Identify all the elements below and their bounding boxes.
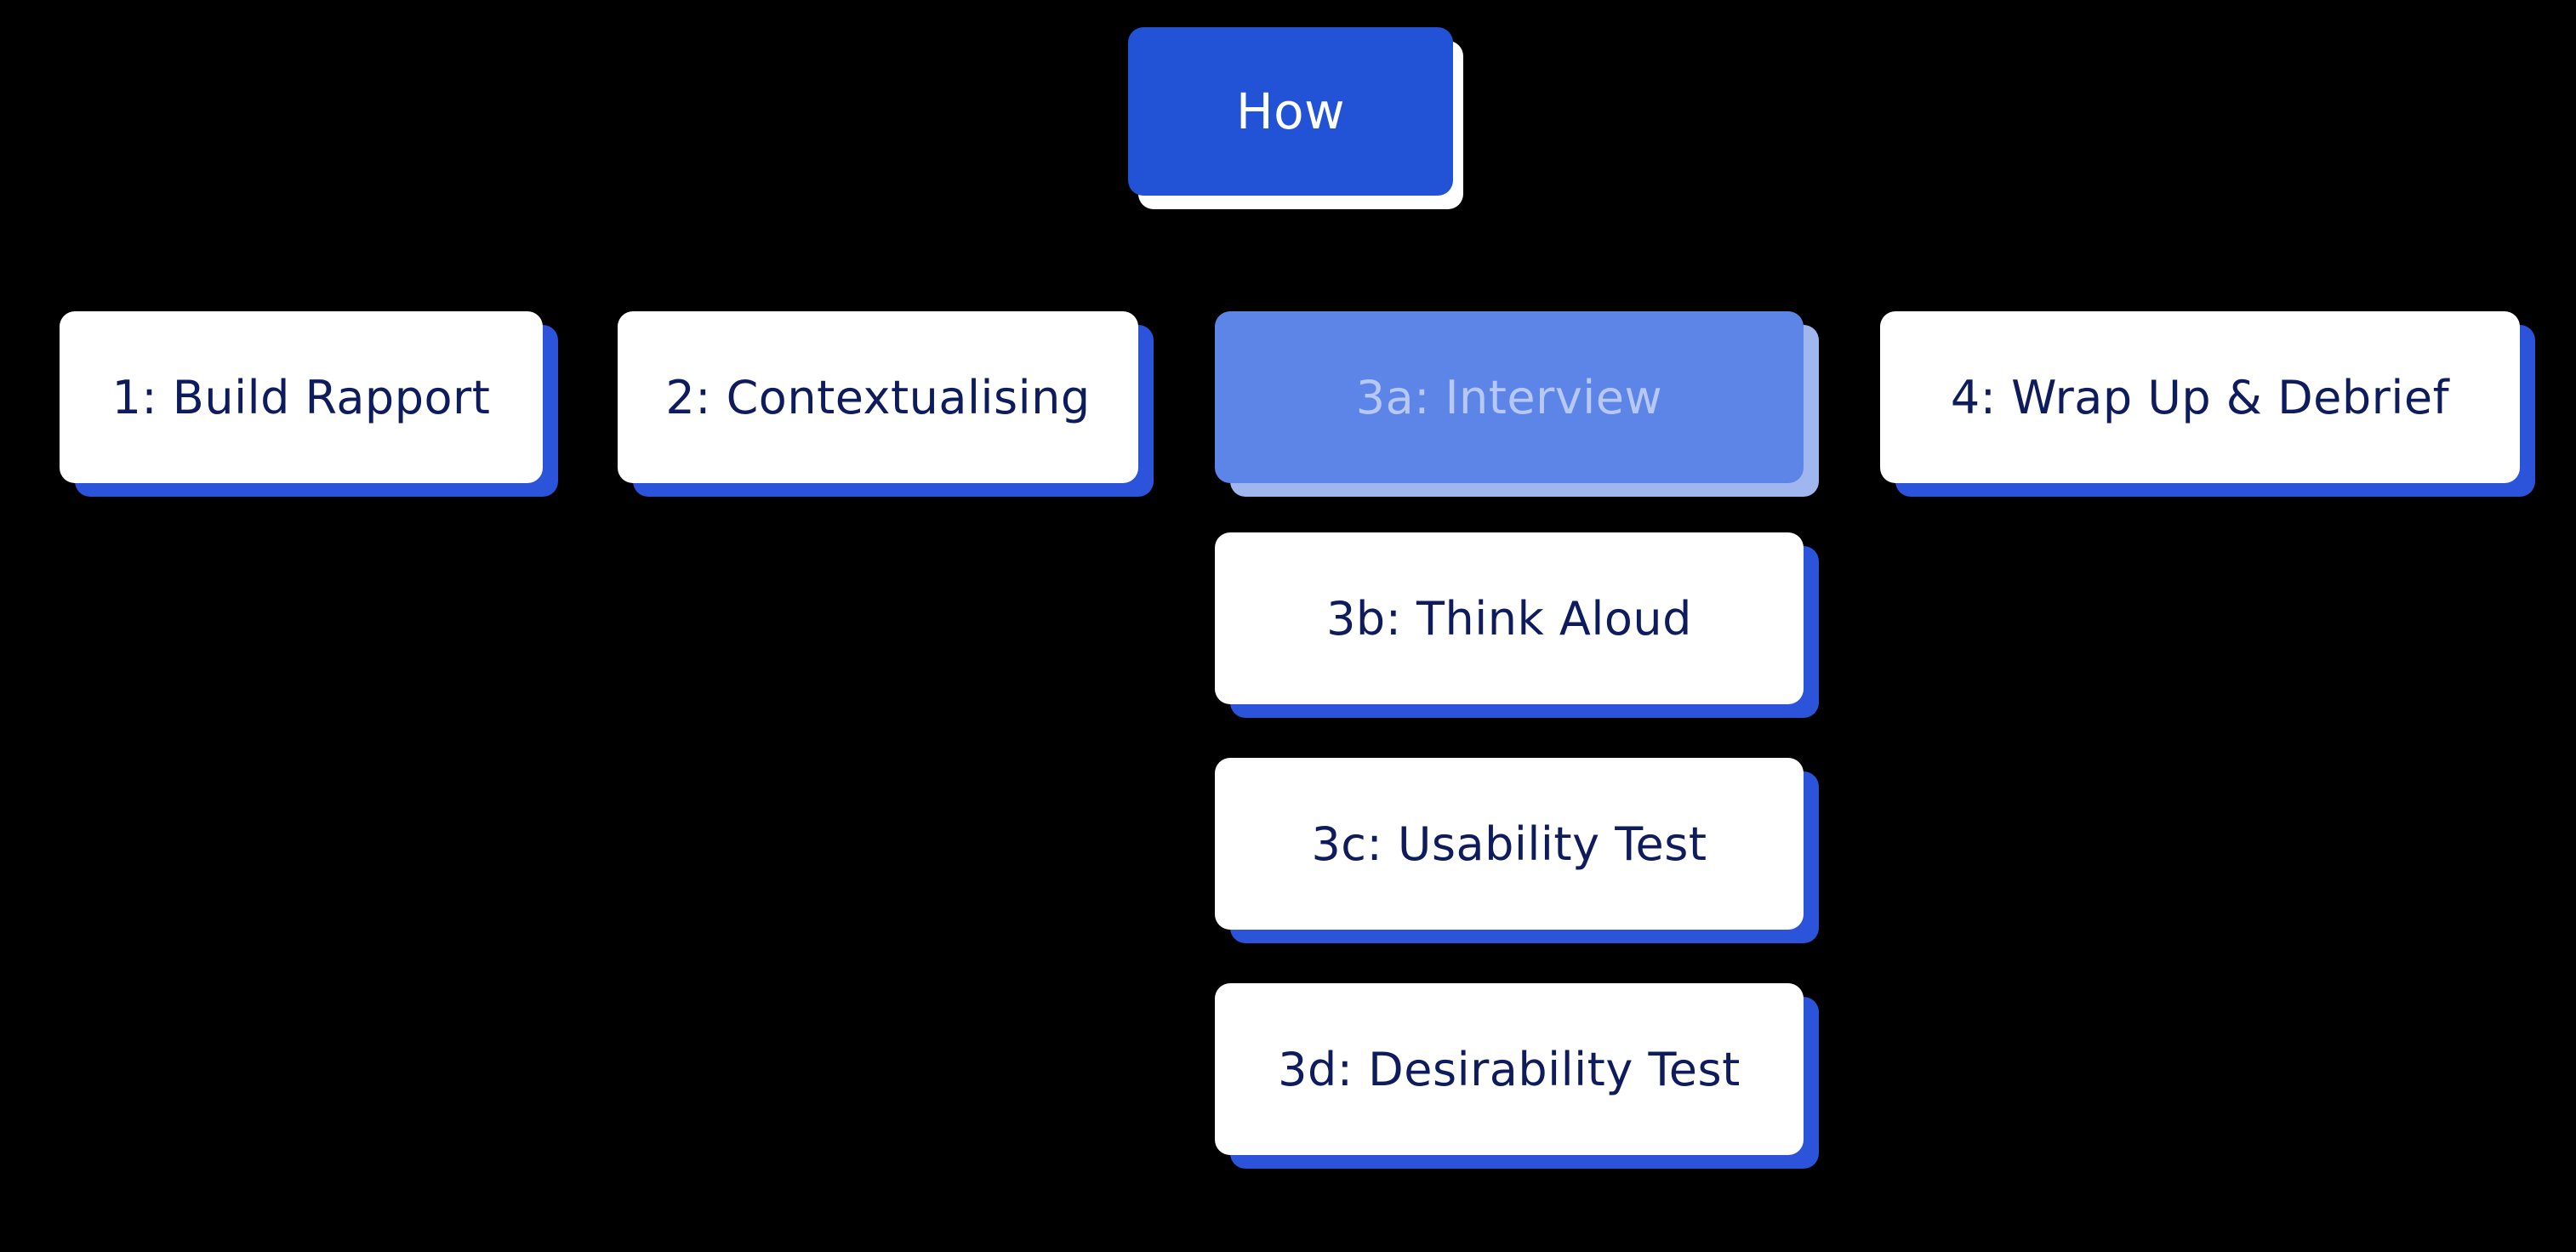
step-build-rapport-box: 1: Build Rapport — [60, 311, 543, 483]
root-how-box: How — [1128, 27, 1453, 196]
substep-desirability-test-box: 3d: Desirability Test — [1215, 983, 1804, 1155]
step-interview-box: 3a: Interview — [1215, 311, 1804, 483]
step-contextualising-box: 2: Contextualising — [618, 311, 1138, 483]
step-wrap-up-box: 4: Wrap Up & Debrief — [1880, 311, 2520, 483]
substep-think-aloud-box: 3b: Think Aloud — [1215, 532, 1804, 704]
substep-usability-test-box: 3c: Usability Test — [1215, 758, 1804, 930]
